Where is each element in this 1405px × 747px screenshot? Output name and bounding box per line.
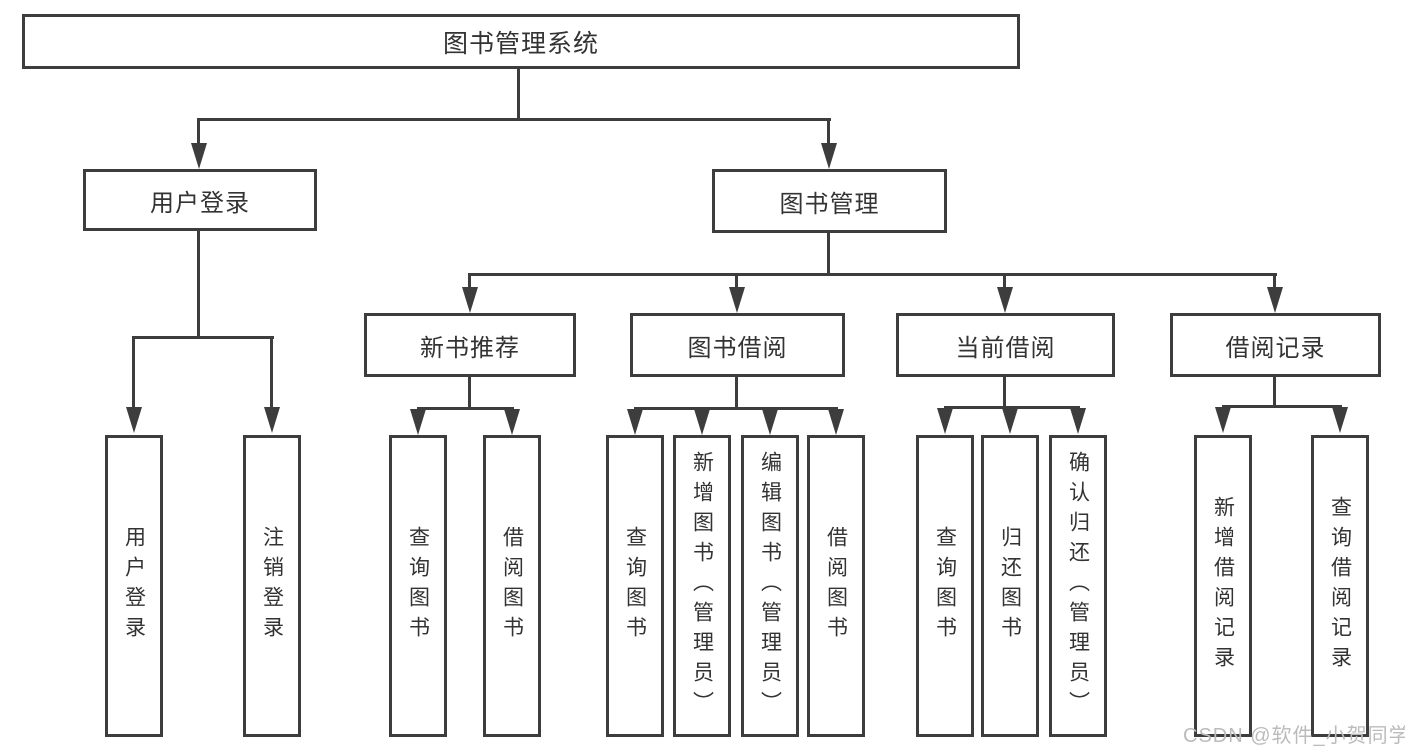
watermark: CSDN @软件_小贺同学 — [1183, 725, 1405, 747]
arrowhead-icon — [762, 409, 778, 435]
leaf-query-books-current-label: 查询图书 — [933, 526, 957, 646]
node-user-login: 用户登录 — [83, 169, 317, 231]
leaf-add-books-admin-label: 新增图书（管理员） — [690, 451, 714, 721]
connector-root-rail — [198, 118, 831, 121]
node-book-management-label: 图书管理 — [779, 190, 880, 218]
leaf-query-borrow-record-label: 查询借阅记录 — [1328, 496, 1352, 676]
arrowhead-icon — [410, 409, 426, 435]
arrowhead-icon — [997, 287, 1013, 313]
leaf-query-books-borrow-label: 查询图书 — [623, 526, 647, 646]
leaf-logout-label: 注销登录 — [260, 526, 284, 646]
arrowhead-icon — [462, 287, 478, 313]
leaf-query-books-recommend-label: 查询图书 — [406, 526, 430, 646]
arrowhead-icon — [627, 409, 643, 435]
leaf-query-books-recommend: 查询图书 — [389, 435, 447, 737]
leaf-borrow-books: 借阅图书 — [807, 435, 865, 737]
node-user-login-label: 用户登录 — [150, 189, 250, 217]
leaf-borrow-books-recommend: 借阅图书 — [483, 435, 541, 737]
leaf-return-books-label: 归还图书 — [998, 526, 1022, 646]
node-new-book-recommend-label: 新书推荐 — [420, 334, 520, 362]
arrowhead-icon — [1215, 407, 1231, 433]
connector-current-rail — [944, 406, 1080, 409]
connector-borrow-rail — [634, 407, 838, 410]
leaf-add-books-admin: 新增图书（管理员） — [673, 435, 731, 737]
connector-mgmt-rail — [469, 273, 1277, 276]
leaf-add-borrow-record-label: 新增借阅记录 — [1211, 496, 1235, 676]
node-borrow-records: 借阅记录 — [1170, 313, 1381, 377]
connector-login-drop-1 — [132, 336, 135, 408]
leaf-confirm-return-admin-label: 确认归还（管理员） — [1066, 451, 1090, 721]
leaf-query-books-current: 查询图书 — [916, 435, 974, 737]
connector-mgmt-stem — [827, 233, 830, 276]
connector-root-stem — [517, 69, 520, 118]
connector-current-stem — [1003, 377, 1006, 409]
arrowhead-icon — [1070, 408, 1086, 434]
node-borrow-records-label: 借阅记录 — [1225, 334, 1326, 362]
arrowhead-icon — [828, 409, 844, 435]
node-book-borrow-label: 图书借阅 — [687, 334, 788, 362]
arrowhead-icon — [1267, 287, 1283, 313]
node-new-book-recommend: 新书推荐 — [364, 313, 576, 377]
connector-mgmt-drop-2 — [735, 273, 738, 289]
leaf-add-borrow-record: 新增借阅记录 — [1194, 435, 1252, 737]
arrowhead-icon — [1332, 407, 1348, 433]
arrowhead-icon — [1002, 408, 1018, 434]
leaf-user-login-label: 用户登录 — [122, 526, 146, 646]
leaf-borrow-books-recommend-label: 借阅图书 — [500, 526, 524, 646]
node-current-borrow-label: 当前借阅 — [955, 334, 1056, 362]
leaf-query-borrow-record: 查询借阅记录 — [1311, 435, 1369, 737]
arrowhead-icon — [821, 143, 837, 169]
leaf-borrow-books-label: 借阅图书 — [824, 526, 848, 646]
leaf-edit-books-admin: 编辑图书（管理员） — [741, 435, 799, 737]
connector-recommend-stem — [468, 377, 471, 410]
node-current-borrow: 当前借阅 — [896, 313, 1115, 377]
leaf-user-login: 用户登录 — [105, 435, 163, 737]
connector-root-drop-right — [827, 118, 830, 145]
node-root-library-system: 图书管理系统 — [22, 14, 1020, 69]
connector-mgmt-drop-4 — [1273, 273, 1276, 289]
node-book-borrow: 图书借阅 — [630, 313, 845, 377]
leaf-edit-books-admin-label: 编辑图书（管理员） — [758, 451, 782, 721]
leaf-query-books-borrow: 查询图书 — [606, 435, 664, 737]
leaf-return-books: 归还图书 — [981, 435, 1039, 737]
connector-records-rail — [1222, 405, 1342, 408]
node-book-management: 图书管理 — [712, 169, 947, 233]
leaf-logout: 注销登录 — [243, 435, 301, 737]
connector-mgmt-drop-1 — [468, 273, 471, 289]
arrowhead-icon — [264, 407, 280, 433]
arrowhead-icon — [126, 407, 142, 433]
connector-login-rail — [133, 336, 274, 339]
connector-recommend-rail — [417, 407, 514, 410]
connector-borrow-stem — [735, 377, 738, 410]
connector-login-drop-2 — [270, 336, 273, 408]
connector-root-drop-left — [197, 118, 200, 145]
connector-mgmt-drop-3 — [1003, 273, 1006, 289]
connector-records-stem — [1273, 377, 1276, 408]
node-root-label: 图书管理系统 — [442, 29, 599, 58]
leaf-confirm-return-admin: 确认归还（管理员） — [1049, 435, 1107, 737]
arrowhead-icon — [729, 287, 745, 313]
connector-login-stem — [197, 231, 200, 339]
arrowhead-icon — [504, 409, 520, 435]
arrowhead-icon — [191, 143, 207, 169]
arrowhead-icon — [694, 409, 710, 435]
arrowhead-icon — [937, 408, 953, 434]
